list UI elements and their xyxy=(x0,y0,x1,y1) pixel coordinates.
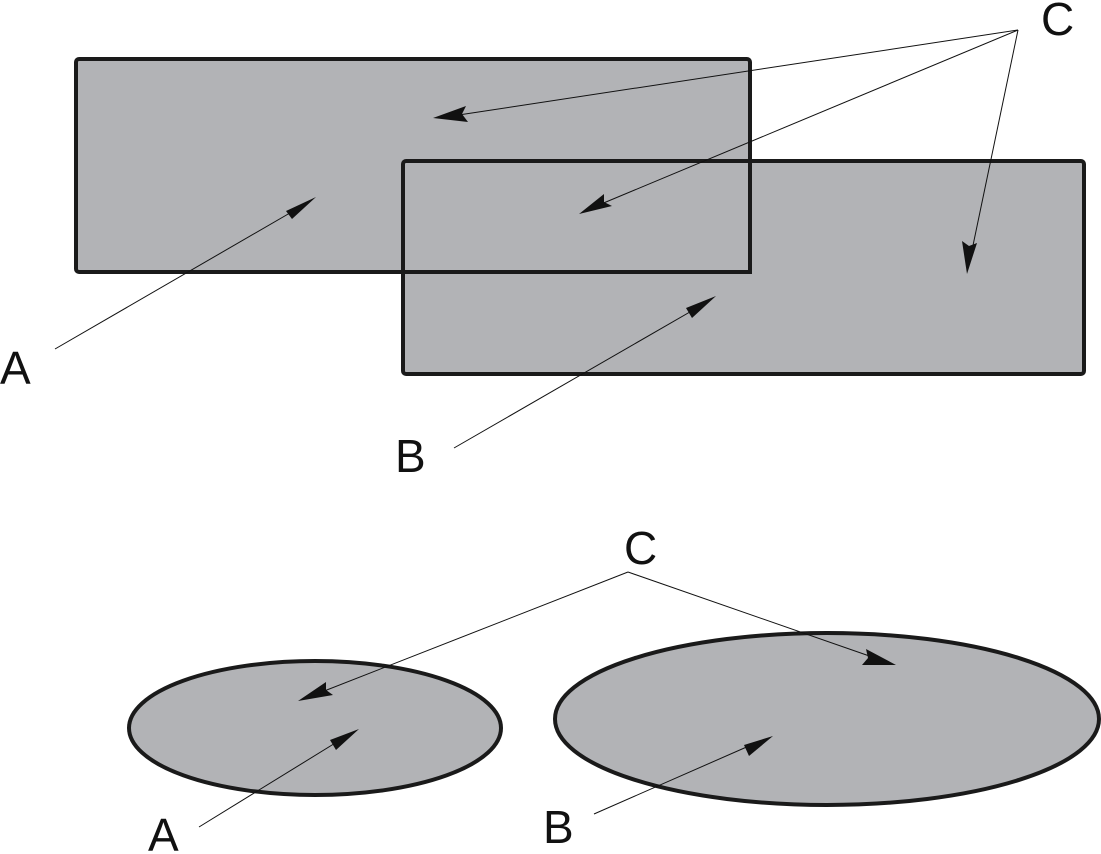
bottom-pointer-lines xyxy=(198,571,879,828)
pointer-c-to-ellipse-a xyxy=(313,571,629,696)
pointer-c-to-rect-b xyxy=(970,29,1019,256)
label-b-top: B xyxy=(395,430,426,482)
pointer-c-to-rect-a xyxy=(451,29,1019,117)
arrowhead-a-top xyxy=(286,197,316,219)
pointer-a-to-rect-a xyxy=(54,205,303,350)
arrowhead-b-bottom xyxy=(744,736,773,756)
pointer-b-to-ellipse-b xyxy=(593,741,759,815)
label-c-top: C xyxy=(1041,0,1074,45)
arrowhead-c-overlap xyxy=(579,194,612,214)
arrowhead-c-rect-b xyxy=(962,241,977,274)
bottom-diagram: A B C xyxy=(127,522,1101,854)
ellipse-a xyxy=(127,659,503,797)
bottom-arrowheads xyxy=(298,649,896,756)
top-diagram: A B C xyxy=(0,0,1086,482)
rect-a-overlap-outline xyxy=(403,161,752,274)
top-pointer-lines xyxy=(54,29,1019,449)
ellipse-b xyxy=(553,631,1101,807)
arrowhead-c-ellipse-b xyxy=(862,649,896,665)
label-b-bottom: B xyxy=(543,801,574,853)
arrowhead-a-bottom xyxy=(330,729,359,750)
arrowhead-c-rect-a xyxy=(433,106,468,122)
top-arrowheads xyxy=(286,106,977,318)
pointer-c-to-overlap xyxy=(593,29,1019,208)
arrowhead-b-top xyxy=(686,296,716,318)
pointer-b-to-rect-b xyxy=(453,304,703,449)
pointer-a-to-ellipse-a xyxy=(198,736,346,828)
arrowhead-c-ellipse-a xyxy=(298,682,333,701)
label-a-top: A xyxy=(0,342,31,394)
label-a-bottom: A xyxy=(148,809,179,854)
label-c-bottom: C xyxy=(624,522,657,574)
rect-b xyxy=(401,159,1086,376)
pointer-c-to-ellipse-b xyxy=(627,571,879,660)
